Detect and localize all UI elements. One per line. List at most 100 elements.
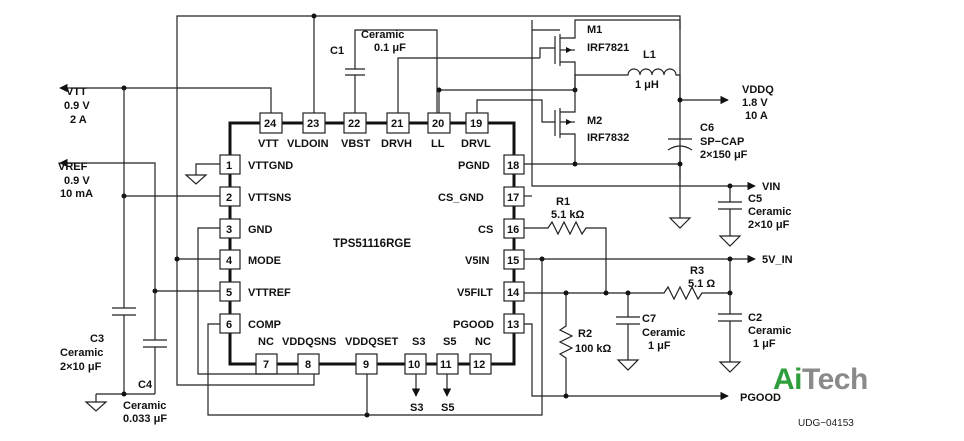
vtt-voltage: 0.9 V xyxy=(64,100,90,112)
r1-ref: R1 xyxy=(556,196,570,208)
wire-left-loop xyxy=(176,15,315,386)
pin-1: 1 VTTGND xyxy=(219,154,293,175)
wire-v5in-bottom xyxy=(207,259,543,416)
svg-text:NC: NC xyxy=(258,336,274,348)
c3-type: Ceramic xyxy=(60,347,103,359)
pin-4: 4 MODE xyxy=(219,249,281,270)
svg-text:VTTGND: VTTGND xyxy=(248,160,293,172)
pin-6: 6 COMP xyxy=(219,313,281,334)
s3-name: S3 xyxy=(410,402,423,414)
r3-ref: R3 xyxy=(690,265,704,277)
pgood-name: PGOOD xyxy=(740,392,781,404)
svg-text:VTTREF: VTTREF xyxy=(248,287,291,299)
pin-16: 16 CS xyxy=(478,218,525,239)
pin-9: 9 VDDQSET xyxy=(345,336,398,375)
svg-text:7: 7 xyxy=(263,359,269,371)
m1-ref: M1 xyxy=(587,24,602,36)
pin-12: 12 NC xyxy=(469,336,492,375)
l1-ref: L1 xyxy=(643,49,656,61)
svg-text:COMP: COMP xyxy=(248,319,281,331)
svg-text:GND: GND xyxy=(248,224,273,236)
svg-text:PGOOD: PGOOD xyxy=(453,319,494,331)
svg-text:VLDOIN: VLDOIN xyxy=(287,138,329,150)
pin-23: 23 VLDOIN xyxy=(287,112,329,150)
pin-2: 2 VTTSNS xyxy=(219,186,291,207)
capacitor-c6 xyxy=(667,138,693,229)
m1-part: IRF7821 xyxy=(587,42,629,54)
pin-17: 17 CS_GND xyxy=(438,186,525,207)
svg-text:LL: LL xyxy=(431,138,445,150)
c4-ref: C4 xyxy=(138,379,153,391)
pin-11: 11 S5 xyxy=(436,336,459,375)
svg-text:2: 2 xyxy=(226,192,232,204)
c2-value: 1 μF xyxy=(753,338,776,350)
pin-14: 14 V5FILT xyxy=(457,281,525,302)
c3-value: 2×10 μF xyxy=(60,361,102,373)
svg-text:22: 22 xyxy=(348,118,360,130)
svg-text:VDDQSNS: VDDQSNS xyxy=(282,336,336,348)
svg-text:13: 13 xyxy=(507,319,519,331)
svg-text:10: 10 xyxy=(408,359,420,371)
c6-type: SP−CAP xyxy=(700,136,744,148)
wire-pgood xyxy=(524,323,729,401)
capacitor-c4 xyxy=(143,291,167,394)
vddq-voltage: 1.8 V xyxy=(742,97,768,109)
svg-text:VTTSNS: VTTSNS xyxy=(248,192,291,204)
chip-name: TPS51116RGE xyxy=(333,238,411,250)
svg-text:23: 23 xyxy=(307,118,319,130)
wire-ll xyxy=(438,89,575,113)
wire-drvl xyxy=(476,99,555,123)
svg-text:VDDQSET: VDDQSET xyxy=(345,336,398,348)
pin-10: 10 S3 xyxy=(404,336,427,375)
pin-18: 18 PGND xyxy=(458,154,525,175)
c3-ref: C3 xyxy=(90,333,104,345)
vddq-name: VDDQ xyxy=(742,84,774,96)
capacitor-c3 xyxy=(112,88,136,394)
c2-ref: C2 xyxy=(748,312,762,324)
r2-ref: R2 xyxy=(578,328,592,340)
wire-v5filt xyxy=(524,259,731,301)
c1-ref: C1 xyxy=(330,45,344,57)
s5-name: S5 xyxy=(441,402,454,414)
svg-text:18: 18 xyxy=(507,160,519,172)
capacitor-c5 xyxy=(718,186,742,247)
svg-text:20: 20 xyxy=(432,118,444,130)
svg-text:V5FILT: V5FILT xyxy=(457,287,493,299)
pin-24: 24 VTT xyxy=(258,112,283,150)
r2-value: 100 kΩ xyxy=(575,343,612,355)
c1-type: Ceramic xyxy=(361,29,404,41)
svg-text:S3: S3 xyxy=(412,336,425,348)
pin-13: 13 PGOOD xyxy=(453,313,525,334)
svg-text:12: 12 xyxy=(473,359,485,371)
wire-c1 xyxy=(354,29,438,113)
m2-part: IRF7832 xyxy=(587,132,629,144)
svg-text:5: 5 xyxy=(226,287,232,299)
svg-text:19: 19 xyxy=(470,118,482,130)
vref-voltage: 0.9 V xyxy=(64,175,90,187)
svg-text:16: 16 xyxy=(507,224,519,236)
svg-text:6: 6 xyxy=(226,319,232,331)
r1-value: 5.1 kΩ xyxy=(551,209,584,221)
svg-text:PGND: PGND xyxy=(458,160,490,172)
c4-type: Ceramic xyxy=(123,400,166,412)
c5-value: 2×10 μF xyxy=(748,219,790,231)
capacitor-c2 xyxy=(718,293,742,373)
svg-text:21: 21 xyxy=(391,118,403,130)
svg-text:VTT: VTT xyxy=(258,138,279,150)
wire-gnd xyxy=(197,227,298,375)
svg-text:14: 14 xyxy=(507,287,520,299)
wire-vin xyxy=(531,20,755,186)
pin-21: 21 DRVH xyxy=(381,112,412,150)
pin-19: 19 DRVL xyxy=(461,112,491,150)
pin-7: 7 NC xyxy=(255,336,278,375)
c1-value: 0.1 μF xyxy=(374,42,406,54)
pin-15: 15 V5IN xyxy=(465,249,525,270)
capacitor-c7 xyxy=(616,293,640,371)
svg-text:3: 3 xyxy=(226,224,232,236)
svg-text:24: 24 xyxy=(264,118,277,130)
l1-value: 1 μH xyxy=(635,79,659,91)
mosfet-m1 xyxy=(539,19,680,90)
aitech-logo: AiTech xyxy=(773,363,868,396)
pin-3: 3 GND xyxy=(219,218,273,239)
